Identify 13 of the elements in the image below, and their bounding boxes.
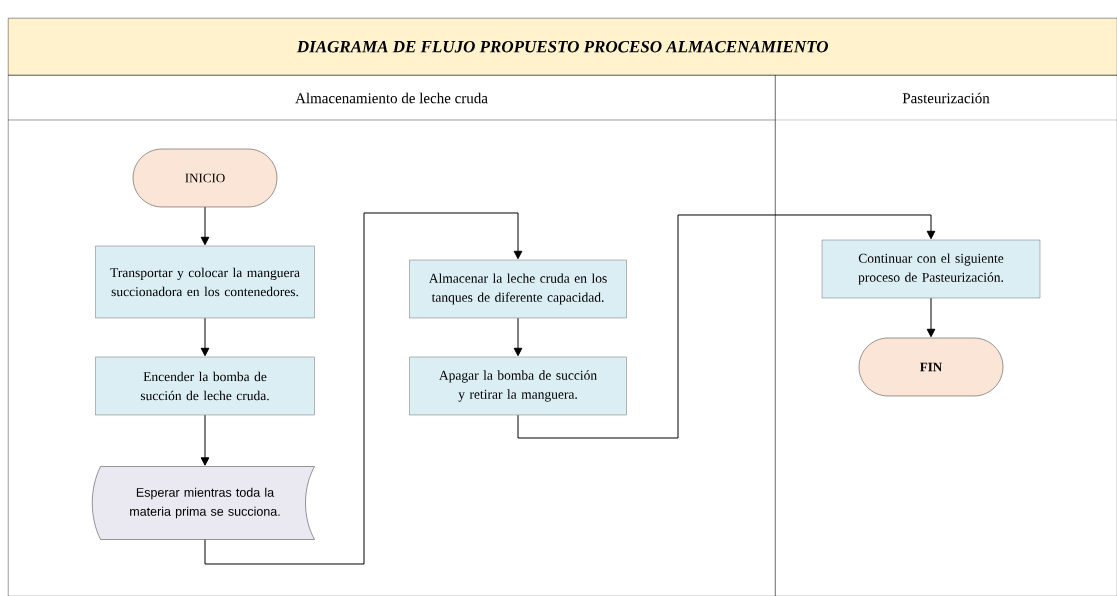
process-box: Apagar la bomba de succión y retirar la manguera.	[409, 356, 627, 416]
process-box: Continuar con el siguiente proceso de Pasteurización.	[821, 239, 1041, 299]
process-box: Transportar y colocar la manguera succionadora en los contenedores.	[95, 245, 315, 319]
arrow	[200, 206, 210, 246]
process-box: Encender la bomba de succión de leche cruda.	[95, 356, 315, 416]
arrow	[513, 317, 523, 357]
arrow	[200, 317, 210, 357]
process-box: Almacenar la leche cruda en los tanques de diferente capacidad.	[409, 259, 627, 319]
arrow	[926, 297, 936, 338]
arrow	[200, 414, 210, 466]
title-banner: DIAGRAMA DE FLUJO PROPUESTO PROCESO ALMACENAMIENTO	[8, 18, 1117, 76]
arrow	[517, 214, 936, 439]
arrow	[204, 212, 523, 565]
